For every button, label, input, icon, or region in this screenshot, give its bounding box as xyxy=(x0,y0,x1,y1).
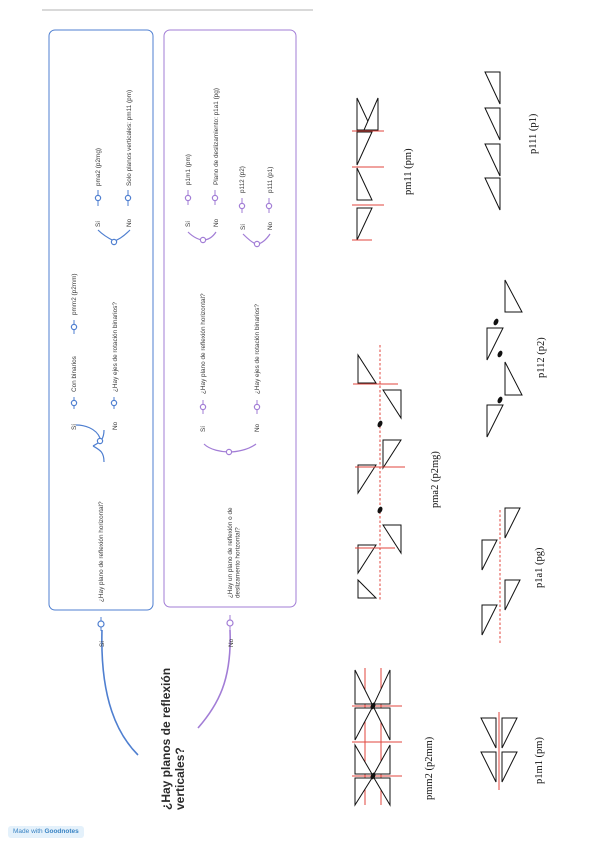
label-pmm2: pmm2 (p2mm) xyxy=(424,736,435,800)
frieze-figures xyxy=(352,71,523,807)
triangle xyxy=(504,507,521,539)
purple-q3-yes-label: Sí xyxy=(240,224,247,230)
purple-q2: ¿Hay plano de reflexión horizontal? xyxy=(200,293,207,394)
blue-q2-yes-text: pma2 (p2mg) xyxy=(95,148,102,186)
blue-box xyxy=(48,29,154,611)
triangle xyxy=(501,751,518,783)
triangle xyxy=(354,707,373,741)
triangle xyxy=(373,707,391,741)
blue-q2-no-label: No xyxy=(126,218,133,227)
purple-q2-no-label: No xyxy=(213,218,220,227)
triangle xyxy=(484,143,501,177)
label-p112: p112 (p2) xyxy=(536,337,547,378)
triangle xyxy=(356,207,373,241)
blue-q1-yes-text: Con binarios xyxy=(71,356,78,392)
main-yes-node xyxy=(97,620,105,628)
triangle xyxy=(484,71,501,105)
triangle xyxy=(486,327,504,361)
rotation-center xyxy=(497,350,503,358)
label-p1a1: p1a1 (pg) xyxy=(534,547,545,588)
triangle xyxy=(480,751,497,783)
goodnotes-badge: Made with Goodnotes xyxy=(8,826,84,838)
triangle xyxy=(356,131,373,166)
main-no-curve xyxy=(197,629,231,729)
purple-q1: ¿Hay un plano de reflexión o de deslizam… xyxy=(227,506,242,598)
blue-q2-yes-label: Sí xyxy=(95,221,102,227)
blue-q2-no-text: Solo planos verticales: pm11 (pm) xyxy=(126,90,133,186)
purple-q3: ¿Hay ejes de rotación binarios? xyxy=(254,304,261,394)
purple-box xyxy=(163,29,297,608)
label-pma2: pma2 (p2mg) xyxy=(430,451,441,508)
main-no-node xyxy=(226,619,234,627)
purple-q2-yes-text: p1m1 (pm) xyxy=(185,154,192,185)
triangle xyxy=(504,361,523,396)
rotation-center xyxy=(497,396,503,404)
triangle xyxy=(357,578,378,599)
triangle xyxy=(504,579,521,611)
triangle xyxy=(373,744,391,775)
blue-q1-yes-result: pmm2 (p2mm) xyxy=(71,273,78,315)
triangle xyxy=(357,544,377,575)
blue-q1: ¿Hay plano de reflexión horizontal? xyxy=(98,501,105,602)
triangle xyxy=(356,167,373,201)
main-yes-label: Sí xyxy=(99,641,106,647)
purple-q3-no-text: p111 (p1) xyxy=(267,167,274,193)
triangle xyxy=(382,439,402,470)
triangle xyxy=(373,777,391,807)
purple-q1-yes-label: Sí xyxy=(200,426,207,432)
triangle xyxy=(373,669,391,705)
triangle xyxy=(354,743,373,775)
purple-q3-yes-text: p112 (p2) xyxy=(239,166,246,193)
blue-q1-yes-label: Sí xyxy=(71,424,78,430)
rotation-center xyxy=(493,318,499,326)
rotation-center xyxy=(370,702,376,710)
triangle xyxy=(501,717,518,749)
badge-brand: Goodnotes xyxy=(44,828,79,835)
triangle xyxy=(504,279,523,313)
triangle xyxy=(481,539,498,571)
triangle xyxy=(382,524,402,555)
purple-q1-no-label: No xyxy=(254,423,261,432)
triangle xyxy=(354,669,373,705)
purple-q2-no-text: Plano de deslizamiento: p1a1 (pg) xyxy=(213,88,220,185)
rotation-center xyxy=(377,420,383,428)
triangle xyxy=(484,177,501,211)
rotation-center xyxy=(377,506,383,514)
triangle xyxy=(357,464,377,495)
rotation-center xyxy=(370,772,376,780)
triangle xyxy=(357,353,377,384)
triangle xyxy=(484,107,501,141)
main-question: ¿Hay planos de reflexión verticales? xyxy=(159,665,187,810)
badge-prefix: Made with xyxy=(13,828,43,835)
triangle xyxy=(486,404,504,438)
purple-q2-yes-label: Sí xyxy=(185,221,192,227)
label-p111: p111 (p1) xyxy=(528,113,539,154)
blue-q2: ¿Hay ejes de rotación binarios? xyxy=(112,302,119,392)
main-yes-curve xyxy=(101,629,139,756)
triangle xyxy=(363,97,379,131)
purple-q3-no-label: No xyxy=(267,221,274,230)
triangle xyxy=(382,389,402,420)
triangle xyxy=(481,604,498,636)
label-pm11: pm11 (pm) xyxy=(403,148,414,195)
triangle xyxy=(354,777,373,807)
triangle xyxy=(480,717,497,749)
main-no-label: No xyxy=(228,638,235,647)
label-p1m1: p1m1 (pm) xyxy=(534,737,545,784)
blue-q1-no-label: No xyxy=(112,421,119,430)
